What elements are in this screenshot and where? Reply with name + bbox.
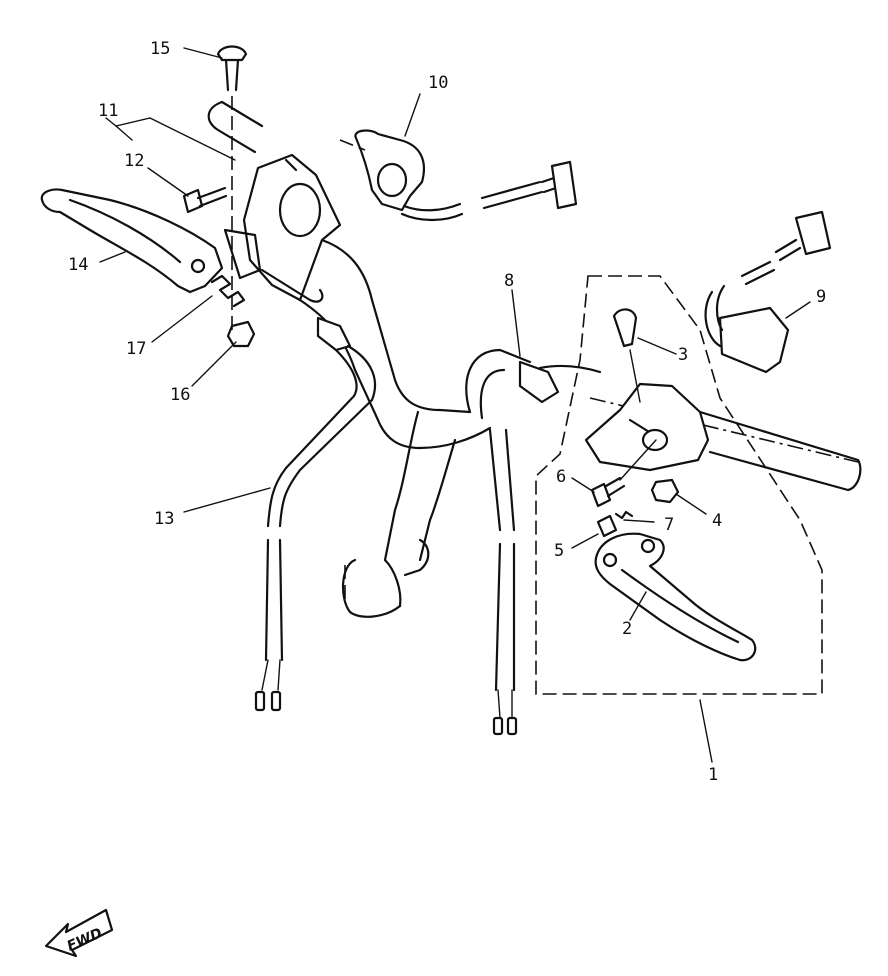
left-lever bbox=[40, 188, 224, 294]
label-11: 11 bbox=[98, 101, 118, 121]
label-2: 2 bbox=[622, 619, 632, 639]
label-17: 17 bbox=[126, 339, 146, 359]
label-1: 1 bbox=[708, 765, 718, 785]
adjuster bbox=[614, 510, 634, 520]
label-14: 14 bbox=[68, 255, 88, 275]
nut bbox=[226, 320, 256, 348]
right-switch-9 bbox=[704, 210, 832, 374]
label-15: 15 bbox=[150, 39, 170, 59]
assembly-boundary bbox=[535, 275, 823, 695]
label-10: 10 bbox=[428, 73, 448, 93]
leader-lines bbox=[99, 47, 811, 763]
handlebar bbox=[207, 100, 862, 618]
label-5: 5 bbox=[554, 541, 564, 561]
pivot-bolt bbox=[596, 514, 618, 538]
label-7: 7 bbox=[664, 515, 674, 535]
fwd-arrow: FWD bbox=[44, 908, 114, 958]
label-6: 6 bbox=[556, 467, 566, 487]
label-12: 12 bbox=[124, 151, 144, 171]
callout-labels: 15 11 12 10 14 17 16 13 8 9 3 4 6 7 5 2 … bbox=[68, 39, 826, 785]
bolt-15 bbox=[216, 45, 248, 330]
bolt-3 bbox=[612, 308, 641, 403]
label-16: 16 bbox=[170, 385, 190, 405]
cable-13 bbox=[254, 316, 377, 712]
label-4: 4 bbox=[712, 511, 722, 531]
screw-12 bbox=[182, 186, 228, 214]
label-13: 13 bbox=[154, 509, 174, 529]
bolt-6 bbox=[590, 439, 657, 508]
label-9: 9 bbox=[816, 287, 826, 307]
nut-4 bbox=[650, 478, 680, 504]
cable-8 bbox=[465, 348, 560, 736]
master-cylinder bbox=[584, 382, 710, 472]
brake-lever bbox=[594, 532, 757, 662]
label-8: 8 bbox=[504, 271, 514, 291]
spring bbox=[210, 274, 246, 308]
left-switch-housing bbox=[223, 153, 342, 303]
right-switch bbox=[339, 129, 578, 222]
bar-centerline bbox=[589, 397, 859, 463]
label-3: 3 bbox=[678, 345, 688, 365]
